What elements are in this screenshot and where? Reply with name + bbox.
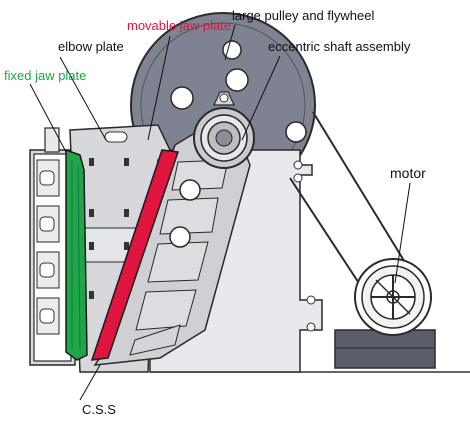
label-css: C.S.S [82, 402, 116, 417]
leader-fixed-jaw [29, 83, 67, 153]
eccentric-shaft-assembly [193, 91, 255, 169]
label-motor: motor [390, 165, 426, 181]
drive-belt-lower [289, 177, 371, 301]
leader-eccentric-shaft [241, 55, 281, 141]
label-large-pulley: large pulley and flywheel [232, 8, 374, 23]
leader-large-pulley [224, 24, 236, 61]
frame-bolt [306, 322, 316, 332]
label-elbow-plate: elbow plate [58, 39, 124, 54]
frame-bolt [293, 160, 303, 170]
motor [334, 258, 436, 369]
fixed-jaw-plate [65, 148, 88, 361]
leader-css [79, 364, 101, 401]
label-fixed-jaw-plate: fixed jaw plate [4, 68, 86, 83]
leader-elbow-plate [59, 56, 107, 141]
fixed-jaw-teeth [71, 160, 81, 351]
frame-bolt [306, 295, 316, 305]
leader-movable-jaw [147, 35, 171, 141]
label-eccentric-shaft: eccentric shaft assembly [268, 39, 411, 54]
label-movable-jaw-plate: movable jaw plate [127, 18, 231, 33]
leader-motor [394, 182, 411, 284]
movable-jaw-plate [90, 149, 180, 361]
frame-bolt [293, 173, 303, 183]
